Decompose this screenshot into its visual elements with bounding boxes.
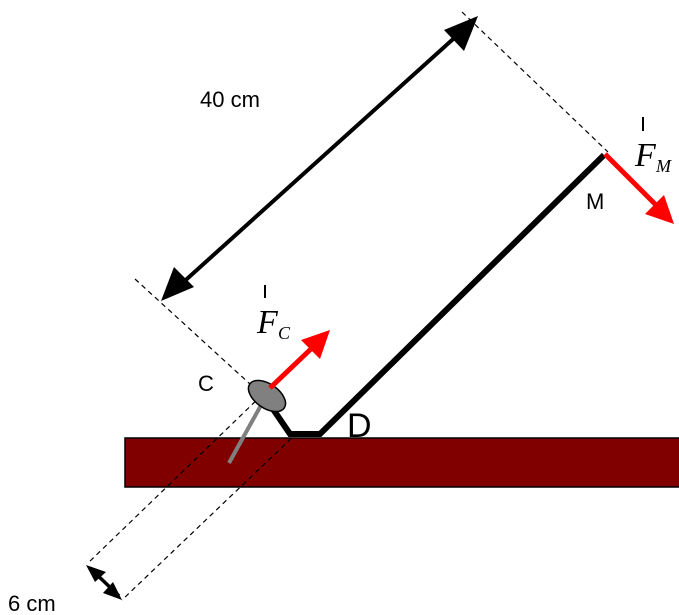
dimension-arrow-40cm [166,20,474,298]
force-arrowhead-fc [301,330,330,359]
force-symbol-fm: F [634,137,657,174]
dashed-lower-left [87,394,263,564]
dimension-arrowhead-40cm-top [444,16,478,51]
dashed-extension-left [134,278,263,396]
lever-bar [259,152,607,437]
dimension-arrowhead-6cm-top [86,565,106,582]
label-point-d: D [347,407,372,445]
nail-shank [227,397,267,464]
force-subscript-fm: M [655,156,672,176]
force-subscript-fc: C [278,323,291,343]
force-arrow-fc [268,345,315,390]
dimension-arrowhead-40cm-bottom [161,267,194,301]
force-arrowhead-fm [645,195,674,224]
label-40cm: 40 cm [200,87,260,112]
board-surface [124,437,679,488]
label-6cm: 6 cm [8,591,56,615]
force-label-fc: F C [256,285,291,343]
force-label-fm: F M [634,117,672,176]
force-arrow-fm [603,152,659,208]
dashed-extension-top [461,11,609,153]
dimension-arrowhead-6cm-bottom [103,582,122,600]
force-symbol-fc: F [256,304,279,341]
dashed-lower-right [121,431,299,601]
label-point-m: M [586,189,604,214]
nail-head [247,379,287,413]
label-point-c: C [198,371,214,396]
